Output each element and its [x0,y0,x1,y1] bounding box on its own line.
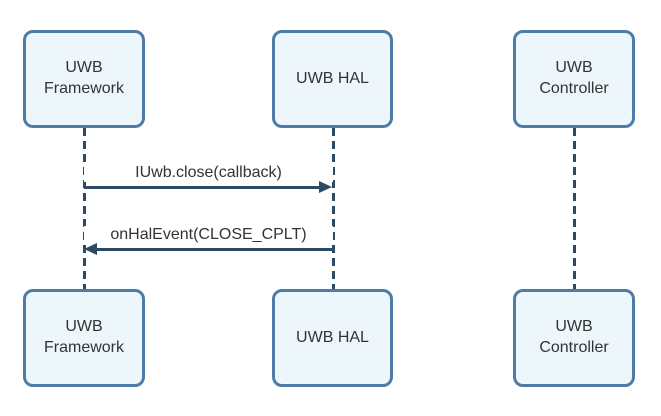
message-line-iuwb-close [84,186,322,189]
actor-label: UWB Framework [43,318,124,356]
actor-box-uwb-framework-bottom: UWB Framework [23,289,145,387]
actor-label: UWB HAL [296,69,369,87]
message-line-onhalevent [96,248,333,251]
actor-label: UWB Framework [43,59,124,97]
arrow-right-icon [319,181,332,193]
lifeline-uwb-framework [83,128,86,289]
actor-box-uwb-hal-top: UWB HAL [272,30,393,128]
actor-box-uwb-controller-bottom: UWB Controller [513,289,635,387]
actor-box-uwb-framework-top: UWB Framework [23,30,145,128]
arrow-left-icon [84,243,97,255]
actor-label: UWB Controller [539,59,609,97]
actor-label: UWB Controller [539,318,609,356]
actor-box-uwb-controller-top: UWB Controller [513,30,635,128]
message-label-onhalevent: onHalEvent(CLOSE_CPLT) [84,226,333,244]
message-label-iuwb-close: IUwb.close(callback) [84,164,333,182]
lifeline-uwb-controller [573,128,576,289]
lifeline-uwb-hal [332,128,335,289]
actor-label: UWB HAL [296,328,369,346]
actor-box-uwb-hal-bottom: UWB HAL [272,289,393,387]
